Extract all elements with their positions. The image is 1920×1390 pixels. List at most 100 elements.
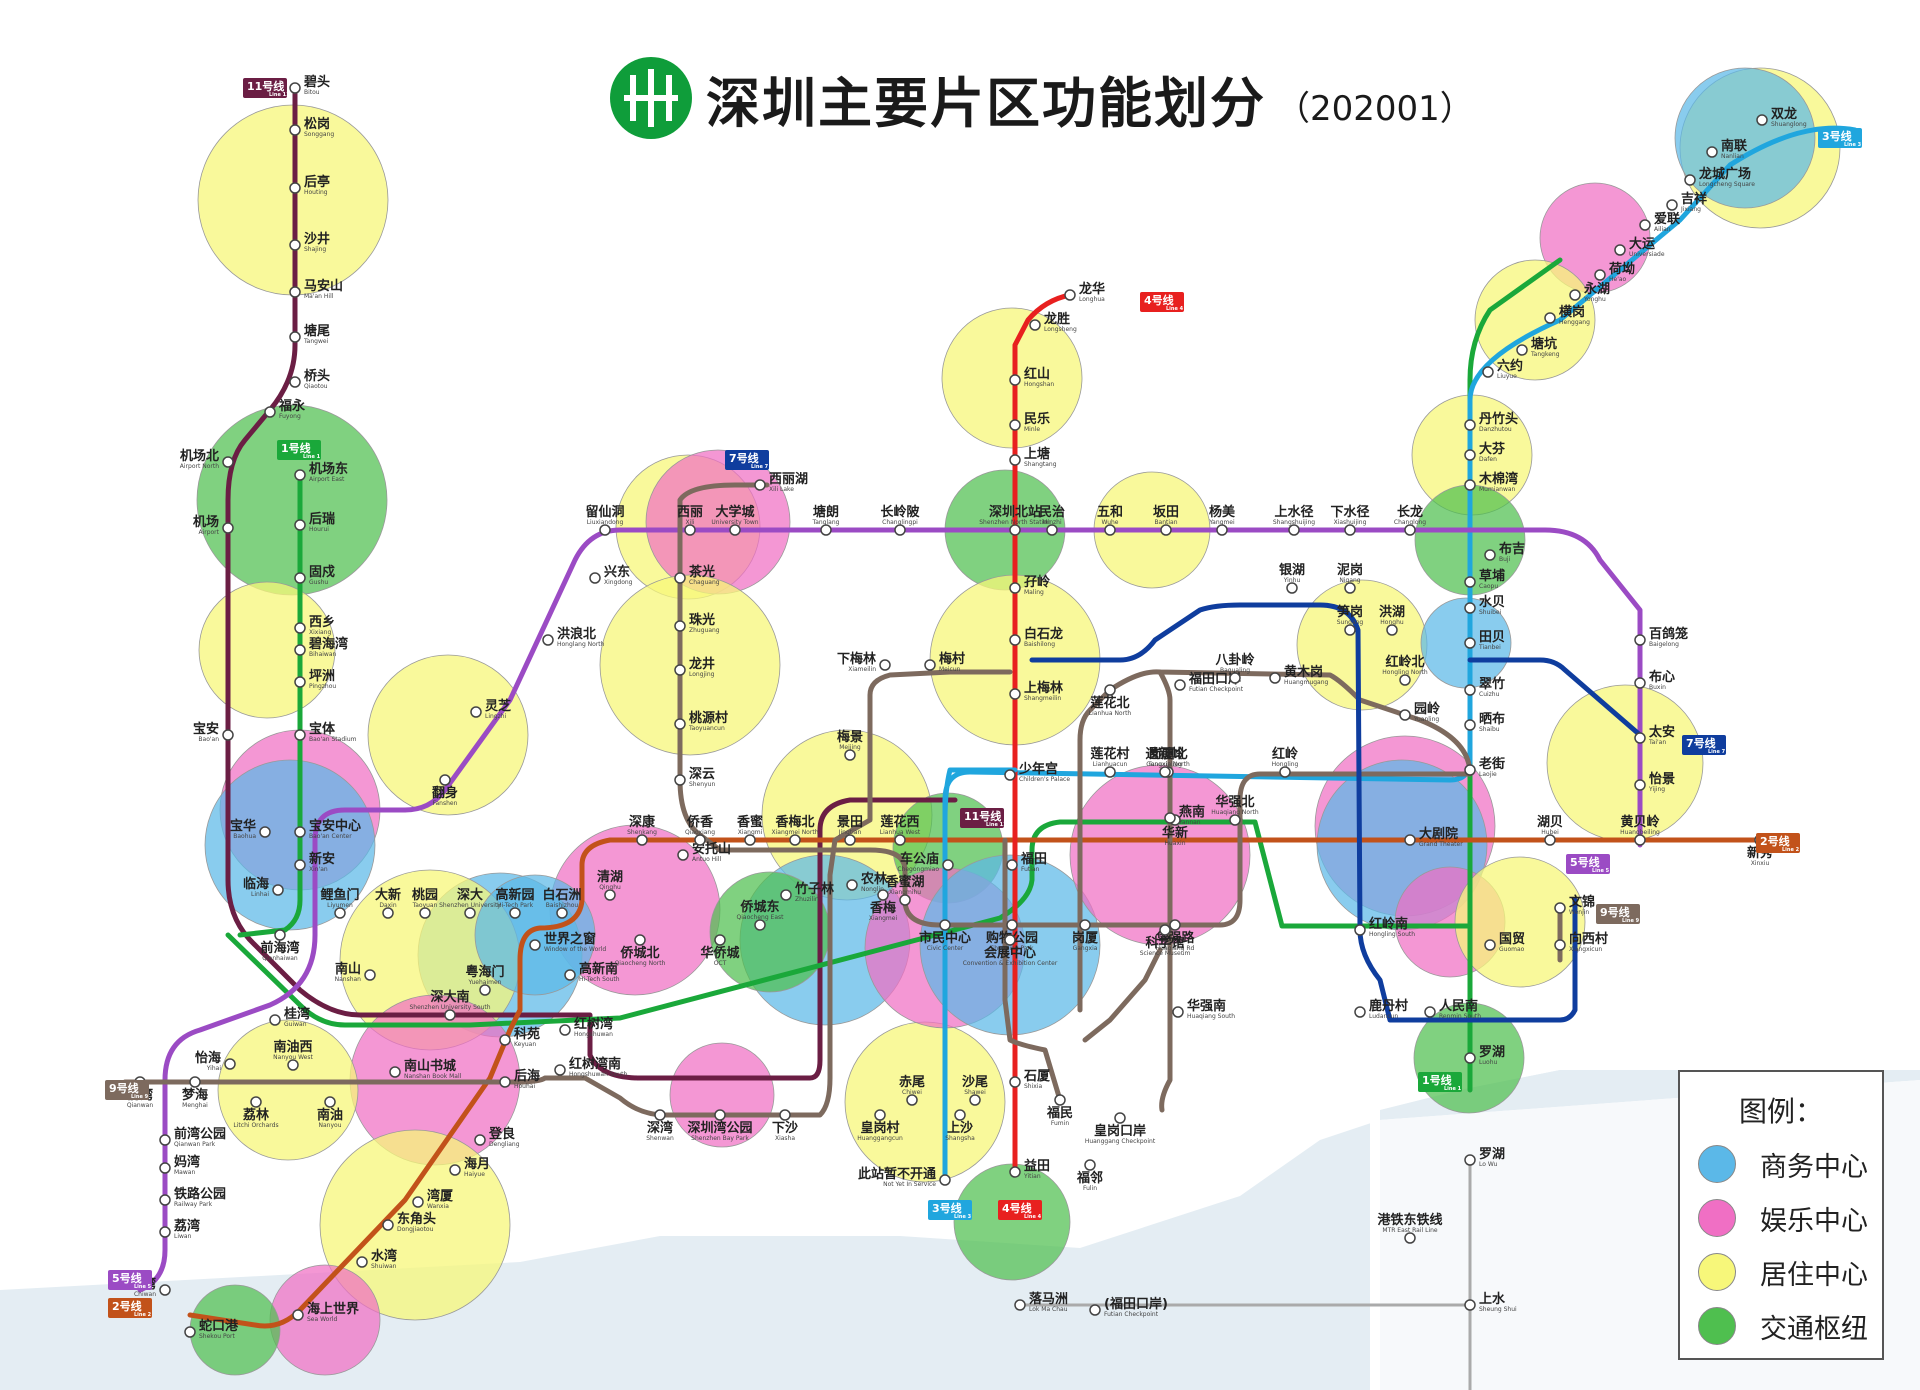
station-marker[interactable] [1160, 524, 1172, 536]
station-marker[interactable] [1756, 114, 1768, 126]
station-marker[interactable] [382, 1219, 394, 1231]
station-marker[interactable] [1009, 454, 1021, 466]
station-marker[interactable] [1104, 766, 1116, 778]
station-marker[interactable] [1064, 289, 1076, 301]
station-marker[interactable] [954, 1109, 966, 1121]
station-marker[interactable] [1464, 602, 1476, 614]
station-marker[interactable] [499, 1034, 511, 1046]
station-marker[interactable] [1054, 1094, 1066, 1106]
station-marker[interactable] [189, 1076, 201, 1088]
station-marker[interactable] [222, 522, 234, 534]
station-marker[interactable] [1424, 1006, 1436, 1018]
station-marker[interactable] [604, 889, 616, 901]
station-marker[interactable] [1029, 319, 1041, 331]
station-marker[interactable] [754, 919, 766, 931]
station-marker[interactable] [1634, 634, 1646, 646]
station-marker[interactable] [324, 1096, 336, 1108]
station-marker[interactable] [1009, 524, 1021, 536]
station-marker[interactable] [674, 572, 686, 584]
station-marker[interactable] [1464, 1299, 1476, 1311]
station-marker[interactable] [729, 524, 741, 536]
station-marker[interactable] [939, 1174, 951, 1186]
station-marker[interactable] [1464, 684, 1476, 696]
station-marker[interactable] [294, 729, 306, 741]
station-marker[interactable] [1464, 449, 1476, 461]
station-marker[interactable] [529, 939, 541, 951]
station-marker[interactable] [754, 479, 766, 491]
station-marker[interactable] [184, 1326, 196, 1338]
station-marker[interactable] [1484, 549, 1496, 561]
station-marker[interactable] [1172, 1006, 1184, 1018]
station-marker[interactable] [272, 884, 284, 896]
station-marker[interactable] [789, 834, 801, 846]
station-marker[interactable] [780, 889, 792, 901]
station-marker[interactable] [1354, 924, 1366, 936]
station-marker[interactable] [1464, 1052, 1476, 1064]
station-marker[interactable] [159, 1226, 171, 1238]
station-marker[interactable] [1159, 766, 1171, 778]
station-marker[interactable] [289, 82, 301, 94]
station-marker[interactable] [714, 934, 726, 946]
station-marker[interactable] [1399, 709, 1411, 721]
station-marker[interactable] [779, 1109, 791, 1121]
station-marker[interactable] [356, 1256, 368, 1268]
station-marker[interactable] [879, 659, 891, 671]
station-marker[interactable] [654, 1109, 666, 1121]
station-marker[interactable] [1009, 582, 1021, 594]
station-marker[interactable] [846, 879, 858, 891]
station-marker[interactable] [1009, 419, 1021, 431]
station-marker[interactable] [1464, 637, 1476, 649]
station-marker[interactable] [294, 519, 306, 531]
station-marker[interactable] [1464, 576, 1476, 588]
station-marker[interactable] [449, 1164, 461, 1176]
station-marker[interactable] [1354, 1006, 1366, 1018]
